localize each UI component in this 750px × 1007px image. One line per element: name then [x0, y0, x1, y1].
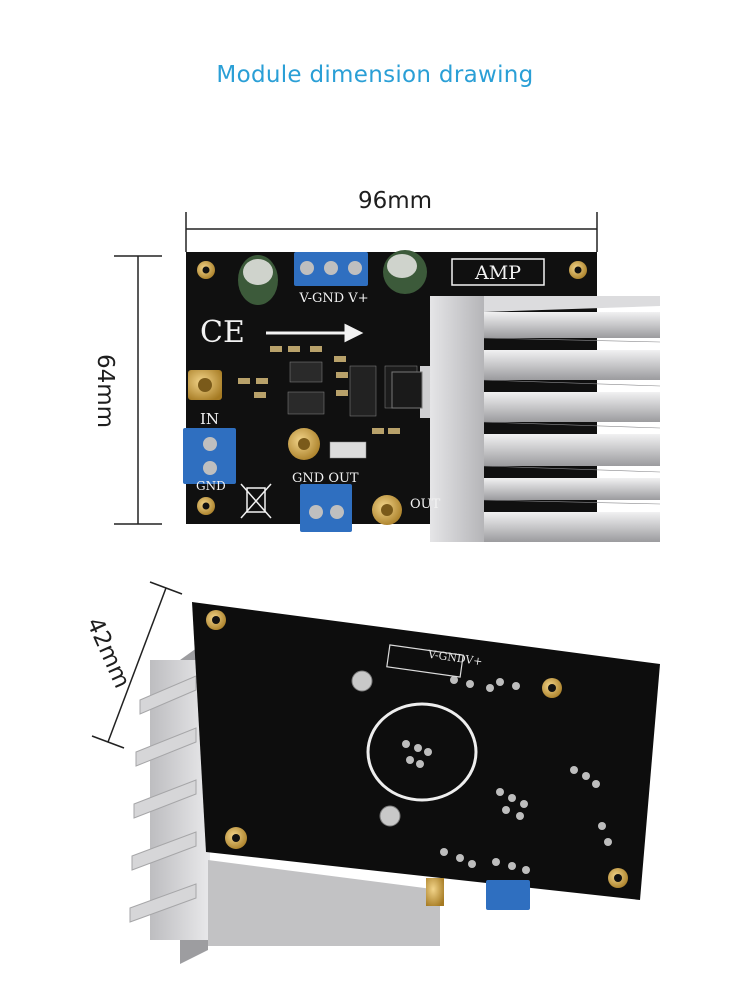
output-terminal-block	[300, 484, 352, 532]
capacitor-right	[383, 250, 427, 294]
gnd-out-silkscreen: GND OUT	[292, 471, 359, 486]
height-dimension-line	[114, 255, 162, 525]
power-terminal-block	[294, 252, 368, 286]
width-dimension-label: 96mm	[357, 188, 433, 214]
depth-dimension-line	[91, 581, 183, 749]
gnd-in-silkscreen: GND	[196, 479, 226, 493]
out-silkscreen: OUT	[410, 497, 441, 512]
sma-connector-in	[188, 370, 222, 400]
weee-symbol	[240, 483, 272, 519]
sma-connector-p1	[288, 428, 320, 460]
ce-mark: CE	[200, 315, 245, 350]
signal-arrow	[266, 323, 364, 343]
heatsink-top-view	[430, 296, 661, 542]
amp-silkscreen: AMP	[474, 262, 521, 284]
pcb-bottom-view: V-GNDV+	[192, 602, 660, 910]
capacitor-left	[238, 255, 278, 305]
power-silkscreen: V-GND V+	[298, 291, 368, 306]
input-terminal-block	[183, 428, 236, 484]
page-title: Module dimension drawing	[216, 62, 534, 88]
sma-connector-out	[372, 495, 402, 525]
in-silkscreen: IN	[200, 410, 219, 428]
width-dimension-line	[185, 212, 598, 252]
